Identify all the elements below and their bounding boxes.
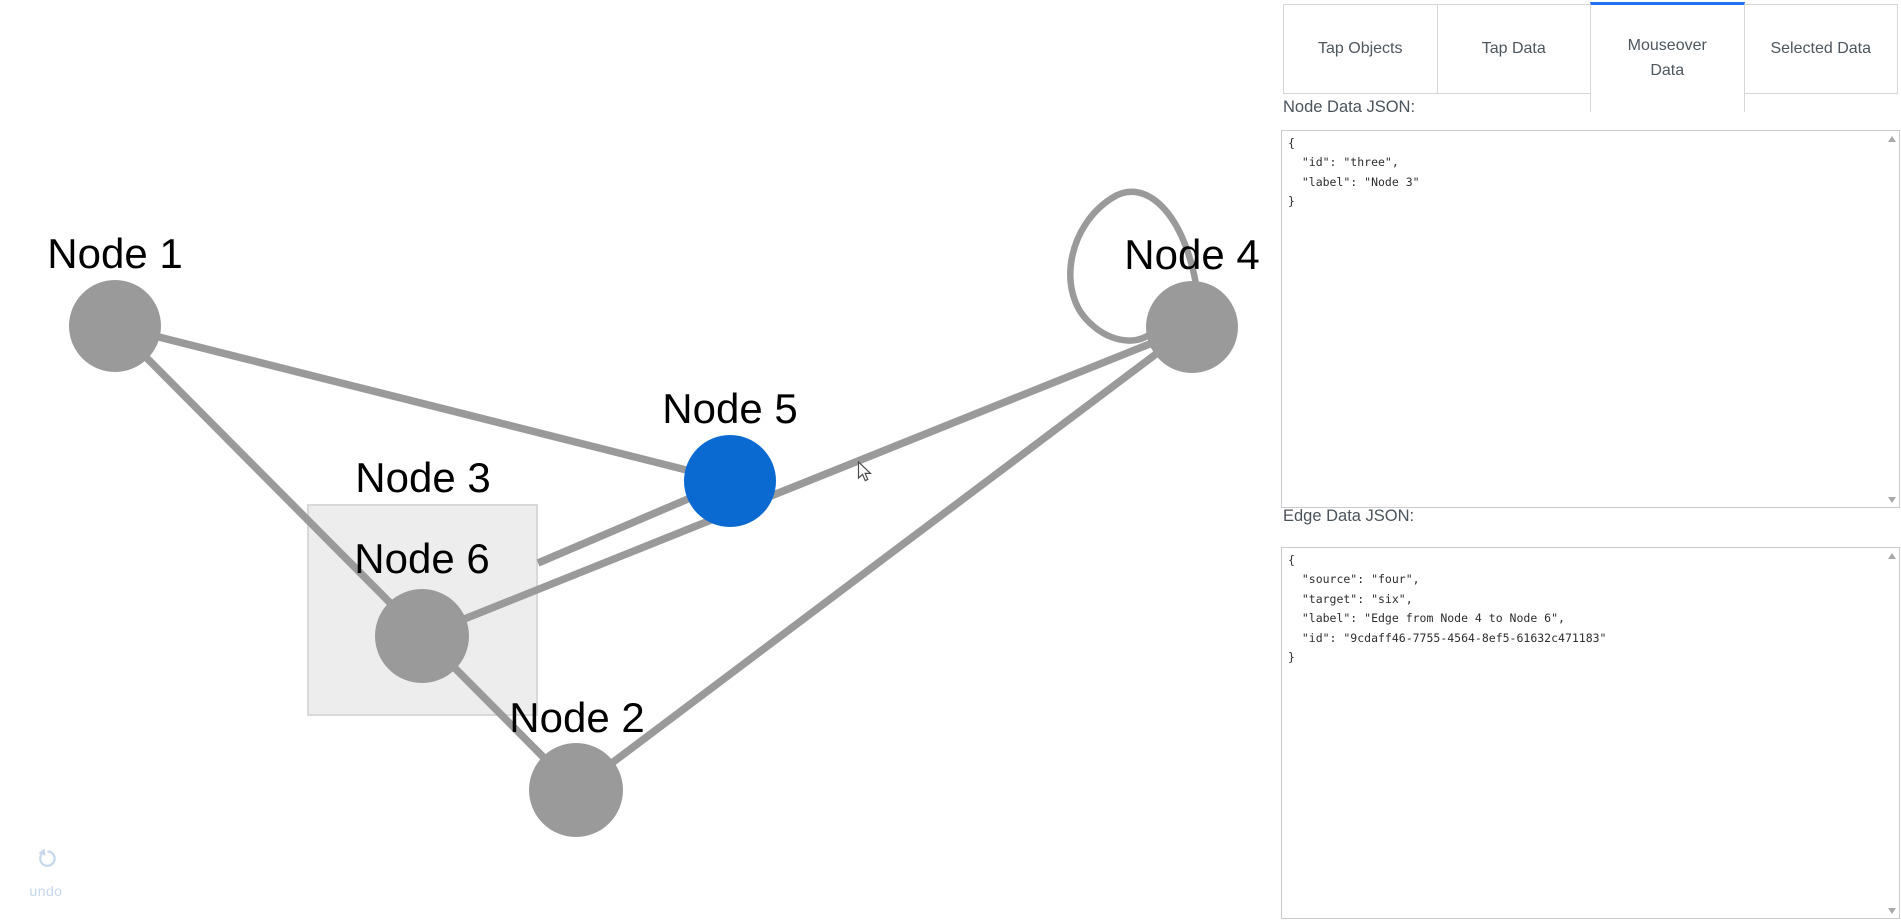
- node-two-label: Node 2: [509, 694, 644, 741]
- node-six[interactable]: [375, 589, 469, 683]
- tab-bar: Tap Objects Tap Data Mouseover Data Sele…: [1283, 2, 1901, 112]
- node-six-label: Node 6: [354, 535, 489, 582]
- undo-label: undo: [29, 883, 63, 899]
- tab-mouseover-data[interactable]: Mouseover Data: [1590, 2, 1745, 112]
- node-data-json-label: Node Data JSON:: [1283, 98, 1416, 116]
- undo-rotate-icon: [38, 848, 56, 867]
- tab-tap-data[interactable]: Tap Data: [1436, 4, 1591, 94]
- node-one-label: Node 1: [47, 230, 182, 277]
- edge-data-json-label: Edge Data JSON:: [1283, 507, 1415, 525]
- scroll-down-icon[interactable]: [1888, 908, 1896, 914]
- mouse-cursor-icon: [857, 460, 873, 488]
- undo-button[interactable]: undo: [24, 848, 68, 899]
- tab-selected-data[interactable]: Selected Data: [1743, 4, 1898, 94]
- edge-data-json-textarea[interactable]: { "source": "four", "target": "six", "la…: [1281, 547, 1900, 919]
- side-panel: Tap Objects Tap Data Mouseover Data Sele…: [1280, 0, 1901, 921]
- tab-tap-objects[interactable]: Tap Objects: [1283, 4, 1438, 94]
- graph-canvas[interactable]: Node 1 Node 2 Node 3 Node 4 Node 5 Node …: [0, 0, 1280, 921]
- edge-node4-self-loop[interactable]: [1067, 188, 1201, 344]
- scroll-up-icon[interactable]: [1888, 136, 1896, 142]
- edge-node1-node5[interactable]: [114, 322, 731, 485]
- node-five-selected[interactable]: [684, 435, 776, 527]
- scroll-up-icon[interactable]: [1888, 553, 1896, 559]
- edge-node4-node6[interactable]: [420, 323, 1194, 640]
- node-four-label: Node 4: [1124, 231, 1259, 278]
- edge-node1-node2[interactable]: [112, 323, 579, 793]
- edge-node4-node2[interactable]: [573, 324, 1195, 793]
- node-one[interactable]: [69, 280, 161, 372]
- node-four[interactable]: [1146, 281, 1238, 373]
- node-three-label: Node 3: [355, 454, 490, 501]
- scroll-down-icon[interactable]: [1888, 497, 1896, 503]
- node-two[interactable]: [529, 743, 623, 837]
- node-five-label: Node 5: [662, 385, 797, 432]
- node-data-json-textarea[interactable]: { "id": "three", "label": "Node 3" }: [1281, 130, 1900, 508]
